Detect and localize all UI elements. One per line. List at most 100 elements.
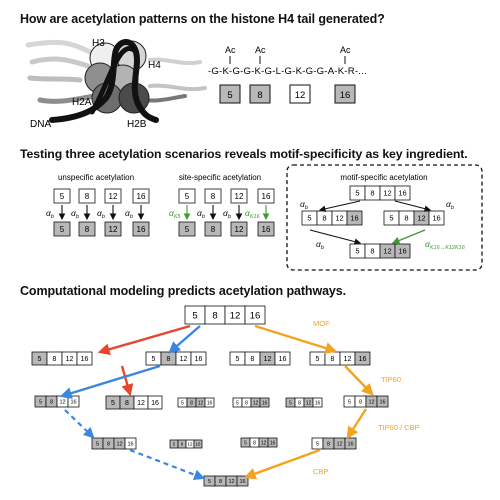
- site-label: 8: [107, 441, 110, 447]
- motif-specific-title: motif-specific acetylation: [340, 173, 427, 182]
- site-label: 12: [230, 310, 241, 321]
- ac-label-k16: Ac: [340, 45, 351, 55]
- arrow: [309, 229, 362, 245]
- label-dna: DNA: [30, 119, 51, 130]
- enzyme-mof: MOF: [313, 319, 330, 328]
- site-label: 12: [383, 189, 391, 198]
- site-cell: [178, 188, 196, 204]
- site-cell: [204, 221, 222, 237]
- site-cell: [193, 439, 203, 449]
- site-label: 16: [347, 441, 353, 447]
- site-label: 12: [180, 356, 188, 363]
- site-label: 8: [251, 356, 255, 363]
- site-cell: [124, 437, 137, 450]
- site-label: 5: [38, 356, 42, 363]
- nucleosome-illustration: H3 H4 H2A DNA H2B: [25, 38, 207, 130]
- site-label: 16: [207, 400, 213, 406]
- site-label: 8: [125, 400, 129, 407]
- site-label: 5: [316, 356, 320, 363]
- site-label: 8: [50, 399, 53, 405]
- site-label: 8: [370, 189, 374, 198]
- site-cell: [104, 188, 122, 204]
- site-label: 16: [195, 356, 203, 363]
- site-label: 12: [187, 442, 193, 447]
- site-cell: [132, 221, 150, 237]
- site-label: 8: [212, 310, 217, 321]
- site-label: 5: [152, 356, 156, 363]
- rate-label: αb: [71, 208, 79, 220]
- site-label: 16: [270, 440, 276, 446]
- site-label: 12: [109, 225, 118, 234]
- label-h2b: H2B: [127, 119, 147, 130]
- site-cell: [354, 351, 371, 366]
- site-label: 12: [383, 247, 391, 256]
- site-label: 8: [322, 214, 326, 223]
- site-label: 16: [262, 225, 271, 234]
- site-cell: [236, 475, 249, 487]
- site-label: 8: [370, 247, 374, 256]
- ac-label-k5: Ac: [225, 45, 236, 55]
- site-label: 5: [244, 440, 247, 446]
- unspecific-title: unspecific acetylation: [58, 173, 134, 182]
- site-label: 8: [190, 400, 193, 406]
- enzyme-tip60: TIP60: [381, 375, 401, 384]
- site-cell: [67, 395, 80, 408]
- site-label: 8: [85, 225, 90, 234]
- site-label: 5: [355, 189, 359, 198]
- site-8: 8: [257, 90, 262, 101]
- site-label: 16: [127, 441, 133, 447]
- site-cell: [76, 351, 93, 366]
- site-cell: [190, 351, 207, 366]
- site-cell: [78, 188, 96, 204]
- motif-specific-box: [286, 164, 483, 271]
- site-label: 8: [85, 192, 90, 201]
- site-16: 16: [340, 90, 351, 101]
- site-label: 16: [315, 400, 321, 406]
- site-label: 12: [235, 192, 244, 201]
- site-label: 16: [239, 479, 245, 485]
- rate-label: αb: [46, 208, 54, 220]
- arrow: [391, 229, 426, 245]
- site-label: 16: [279, 356, 287, 363]
- site-label: 5: [208, 479, 211, 485]
- arrow: [346, 408, 368, 440]
- site-specific-title: site-specific acetylation: [179, 173, 261, 182]
- label-h4: H4: [148, 60, 161, 71]
- site-label: 5: [236, 356, 240, 363]
- rate-label: αb: [223, 208, 231, 220]
- site-label: 16: [262, 192, 271, 201]
- rate-label: αb: [97, 208, 105, 220]
- site-label: 8: [181, 442, 184, 447]
- site-label: 5: [181, 400, 184, 406]
- site-cell: [257, 221, 275, 237]
- rate-label: αb: [125, 208, 133, 220]
- site-label: 16: [81, 356, 89, 363]
- site-label: 5: [185, 225, 190, 234]
- site-cell: [428, 210, 445, 226]
- site-label: 8: [359, 399, 362, 405]
- site-label: 5: [192, 310, 197, 321]
- site-label: 12: [335, 214, 343, 223]
- arrow: [120, 365, 134, 397]
- site-label: 12: [336, 441, 342, 447]
- site-cell: [78, 221, 96, 237]
- h4-tail-sequence: Ac Ac Ac -G-K-G-G-K-G-L-G-K-G-G-A-K-R-..…: [208, 45, 367, 104]
- site-cell: [230, 221, 248, 237]
